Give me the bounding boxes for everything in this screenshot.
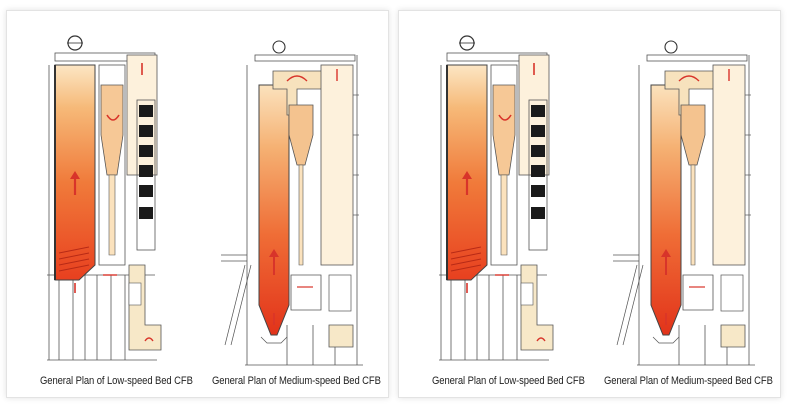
low-speed-cfb-diagram (45, 25, 165, 371)
medium-speed-cfb-caption: General Plan of Medium-speed Bed CFB (604, 375, 773, 387)
diagram-panel-1: General Plan of Low-speed Bed CFB Genera… (6, 10, 389, 398)
low-speed-cfb-caption: General Plan of Low-speed Bed CFB (432, 375, 585, 387)
medium-speed-cfb-diagram (217, 25, 367, 371)
diagram-panel-2: General Plan of Low-speed Bed CFB Genera… (398, 10, 781, 398)
medium-speed-cfb-caption: General Plan of Medium-speed Bed CFB (212, 375, 381, 387)
low-speed-cfb-caption: General Plan of Low-speed Bed CFB (40, 375, 193, 387)
medium-speed-cfb-diagram (609, 25, 759, 371)
low-speed-cfb-diagram (437, 25, 557, 371)
